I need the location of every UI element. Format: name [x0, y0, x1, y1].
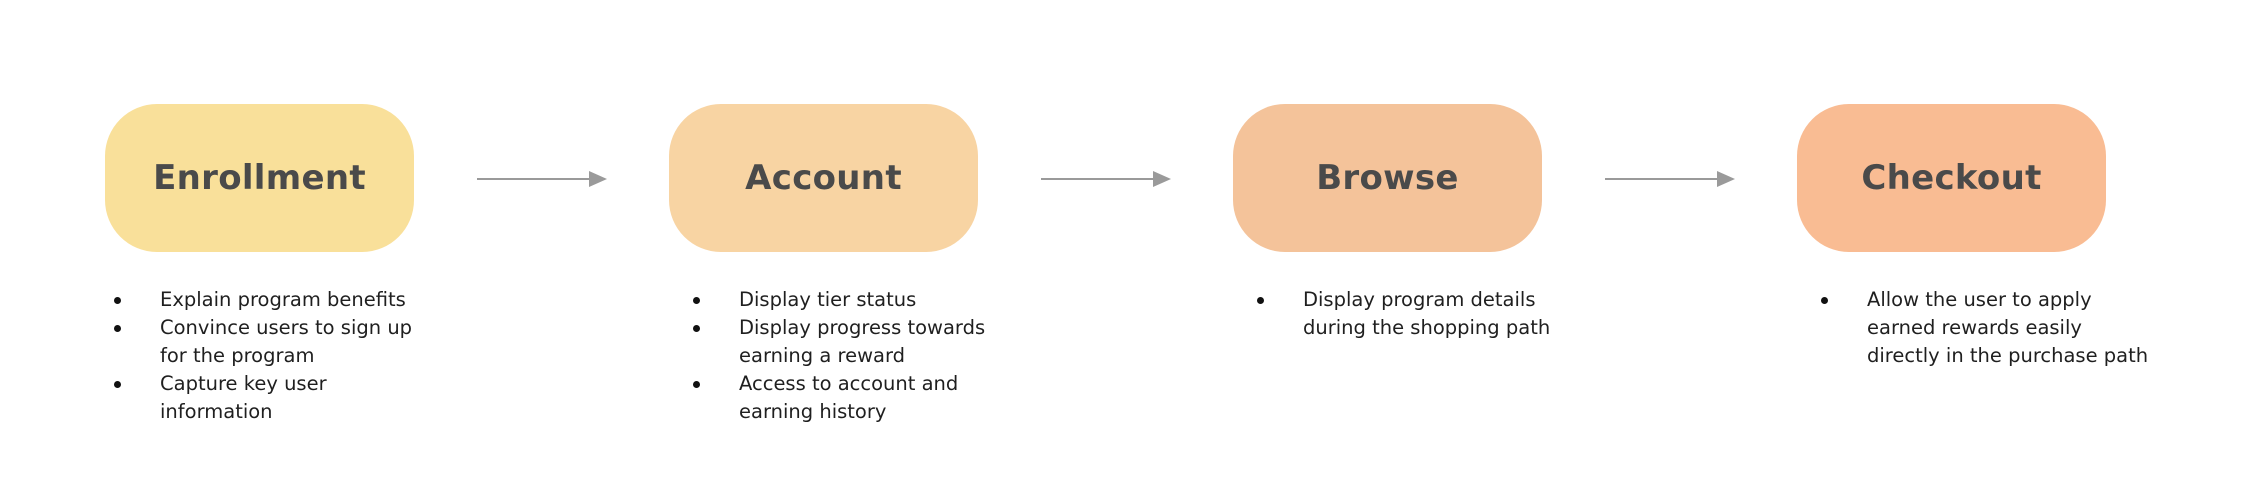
bullet-line: Display tier status — [739, 288, 917, 311]
list-item: Capture key user information — [111, 370, 412, 426]
bullet-line: earned rewards easily — [1867, 316, 2082, 339]
bullet-dot-icon — [1821, 297, 1828, 304]
stage-enrollment: Enrollment — [105, 104, 414, 252]
stage-checkout: Checkout — [1797, 104, 2106, 252]
arrow-right-icon — [1605, 171, 1735, 187]
browse-bullet-list: Display program details during the shopp… — [1254, 286, 1550, 342]
enrollment-bullet-list: Explain program benefits Convince users … — [111, 286, 412, 426]
bullet-line: Allow the user to apply — [1867, 288, 2092, 311]
stage-title: Browse — [1316, 158, 1459, 198]
bullet-line: Display progress towards — [739, 316, 986, 339]
bullet-dot-icon — [114, 381, 121, 388]
bullet-line: Convince users to sign up — [160, 316, 413, 339]
bullet-line: Explain program benefits — [160, 288, 406, 311]
stage-title: Account — [745, 158, 902, 198]
arrow-right-icon — [1041, 171, 1171, 187]
bullet-dot-icon — [1257, 297, 1264, 304]
bullet-line: during the shopping path — [1303, 316, 1551, 339]
list-item: Access to account and earning history — [690, 370, 985, 426]
stage-browse: Browse — [1233, 104, 1542, 252]
list-item: Display tier status — [690, 286, 985, 314]
bullet-line: earning history — [739, 400, 887, 423]
bullet-line: Display program details — [1303, 288, 1536, 311]
bullet-line: Access to account and — [739, 372, 959, 395]
list-item: Display progress towards earning a rewar… — [690, 314, 985, 370]
bullet-line: Capture key user — [160, 372, 327, 395]
bullet-line: earning a reward — [739, 344, 906, 367]
list-item: Allow the user to apply earned rewards e… — [1818, 286, 2148, 370]
stage-account: Account — [669, 104, 978, 252]
stage-title: Checkout — [1861, 158, 2042, 198]
bullet-dot-icon — [114, 297, 121, 304]
arrow-right-icon — [477, 171, 607, 187]
bullet-line: for the program — [160, 344, 315, 367]
bullet-dot-icon — [693, 325, 700, 332]
list-item: Display program details during the shopp… — [1254, 286, 1550, 342]
list-item: Explain program benefits — [111, 286, 412, 314]
account-bullet-list: Display tier status Display progress tow… — [690, 286, 985, 426]
bullet-line: directly in the purchase path — [1867, 344, 2149, 367]
bullet-dot-icon — [114, 325, 121, 332]
list-item: Convince users to sign up for the progra… — [111, 314, 412, 370]
bullet-dot-icon — [693, 297, 700, 304]
bullet-line: information — [160, 400, 273, 423]
stage-title: Enrollment — [153, 158, 366, 198]
bullet-dot-icon — [693, 381, 700, 388]
checkout-bullet-list: Allow the user to apply earned rewards e… — [1818, 286, 2148, 370]
